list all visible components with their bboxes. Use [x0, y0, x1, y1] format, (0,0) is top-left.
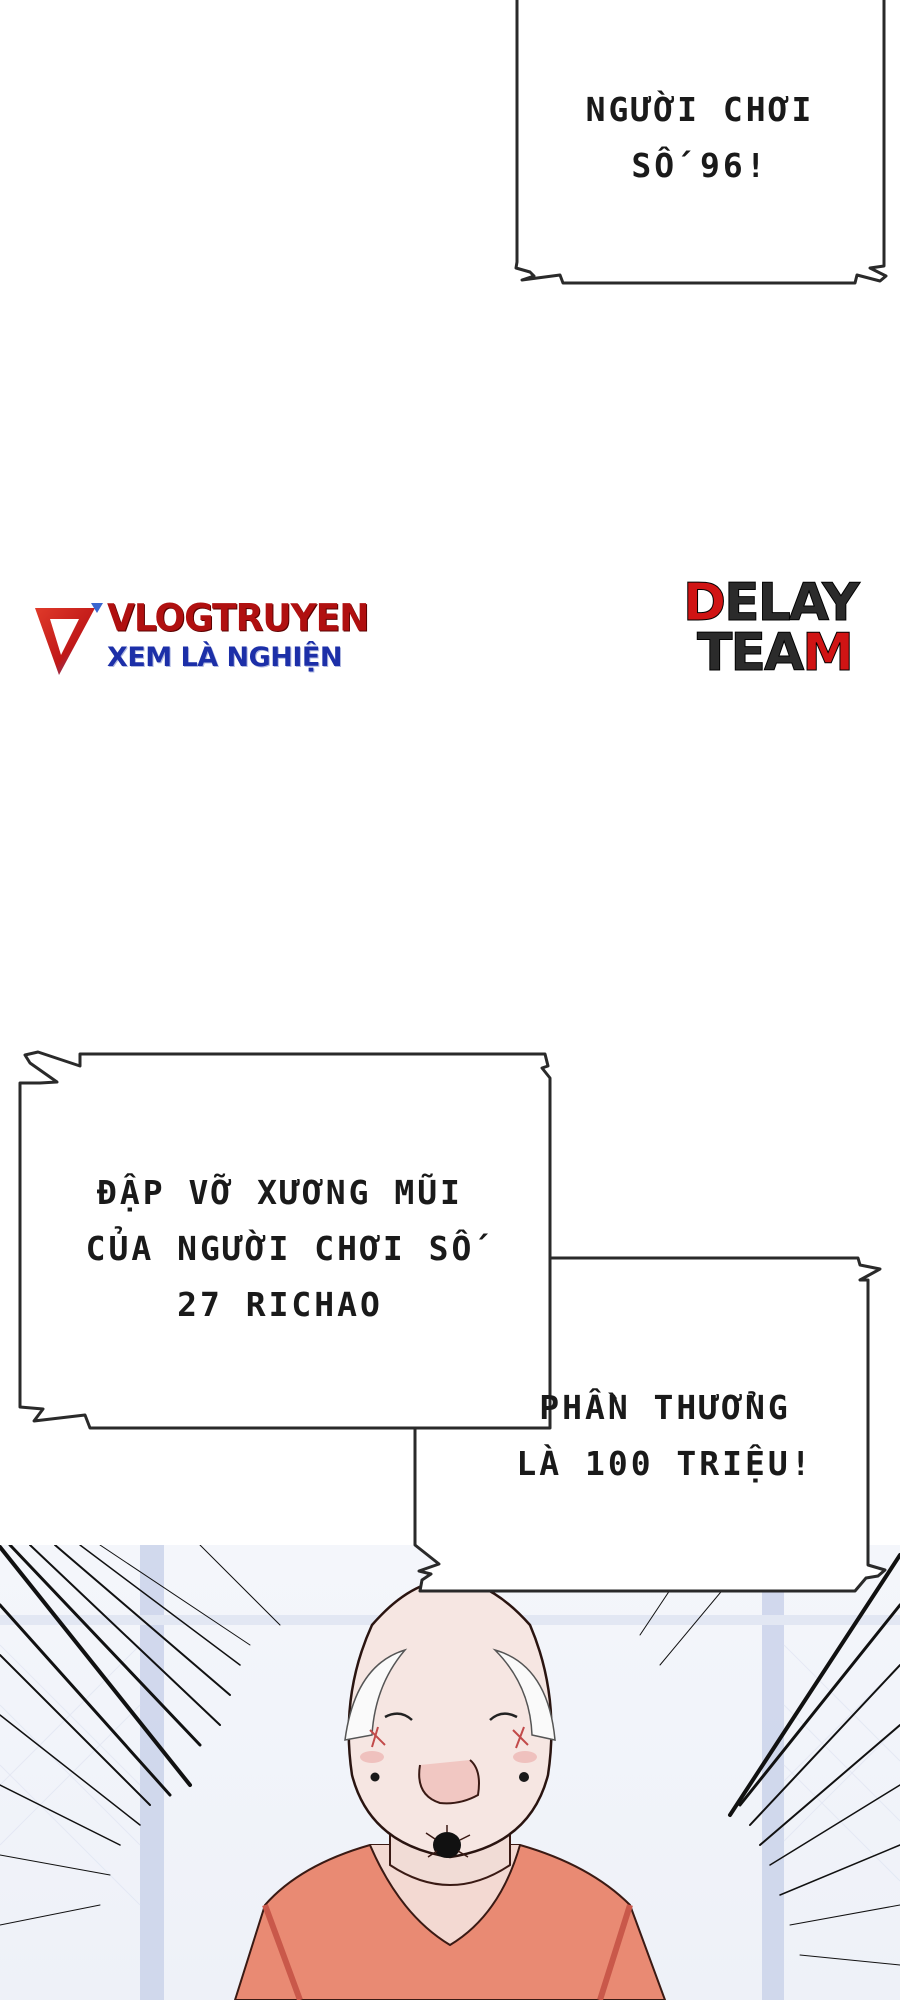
speech-bubble-player-96: [514, 0, 888, 285]
speech-bubble-break-nose: [18, 1050, 552, 1430]
delay-team-logo: DELAY TEAM: [682, 577, 863, 680]
delay-accent-letter: D: [682, 573, 726, 633]
vlogtruyen-title: VLOGTRUYEN: [107, 596, 369, 641]
character-head: [347, 1578, 553, 1859]
bubble-line: LÀ 100 TRIỆU!: [516, 1444, 814, 1483]
bubble-line: 27 RICHAO: [177, 1285, 383, 1324]
character-nose: [418, 1759, 480, 1805]
bubble-line: CỦA NGƯỜI CHƠI SỐ: [85, 1229, 475, 1268]
bubble-line: NGƯỜI CHƠI: [585, 90, 815, 129]
bubble-line: SỐ 96!: [631, 146, 769, 185]
team-rest: TEA: [696, 623, 804, 683]
bubble-text-break-nose: ĐẬP VỠ XƯƠNG MŨI CỦA NGƯỜI CHƠI SỐ 27 RI…: [30, 1165, 530, 1333]
team-accent-letter: M: [802, 623, 855, 683]
triangle-logo-icon: [35, 603, 103, 675]
delay-line-1: DELAY: [682, 577, 860, 630]
character-hair: [344, 1648, 408, 1741]
speed-lines-left: [0, 1545, 281, 1926]
delay-rest: ELAY: [724, 573, 861, 633]
comic-panel-art: [0, 1545, 900, 2000]
bubble-line: PHẦN THƯỞNG: [539, 1388, 791, 1427]
bubble-text-reward: PHẦN THƯỞNG LÀ 100 TRIỆU!: [450, 1380, 880, 1492]
bubble-line: ĐẬP VỠ XƯƠNG MŨI: [97, 1173, 463, 1212]
panel-illustration: [0, 1545, 900, 2000]
vlogtruyen-logo: VLOGTRUYEN XEM LÀ NGHIỆN: [35, 596, 375, 683]
bubble-text-player-96: NGƯỜI CHƠI SỐ 96!: [540, 82, 860, 194]
vlogtruyen-subtitle: XEM LÀ NGHIỆN: [107, 642, 342, 673]
speech-bubble-outlines: [18, 1050, 887, 1593]
delay-line-2: TEAM: [696, 627, 854, 680]
